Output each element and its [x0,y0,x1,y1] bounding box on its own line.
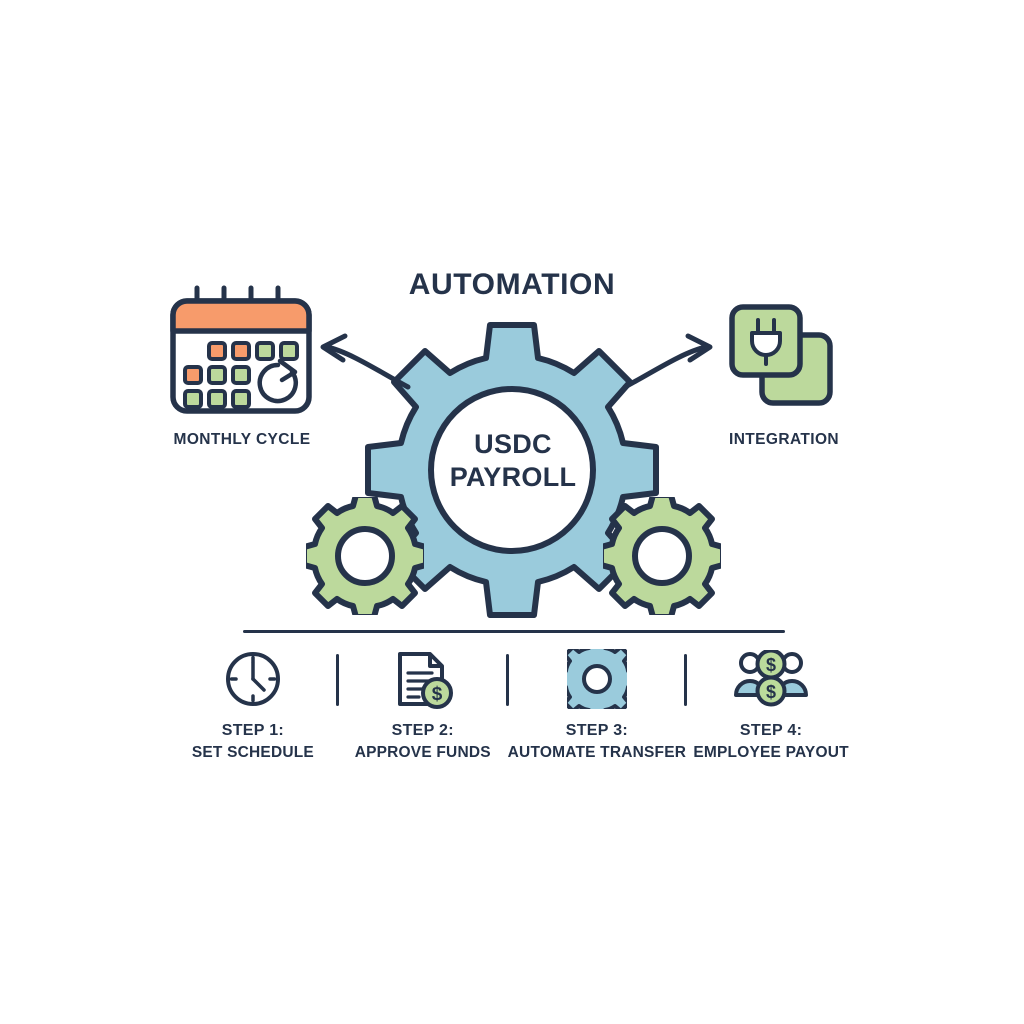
people-coins-icon: $ $ [734,650,809,707]
step-1-subtitle: SET SCHEDULE [191,744,314,761]
step-3-subtitle: AUTOMATE TRANSFER [507,744,687,761]
large-gear-icon [365,322,659,618]
clock-icon [225,652,280,706]
svg-text:$: $ [431,684,442,705]
center-gear-label-line2: PAYROLL [449,462,577,492]
step-3-title: STEP 3: [565,722,629,739]
step-item-4: $ $ STEP 4: EMPLOYEE PAYOUT [686,648,856,778]
step-2-title: STEP 2: [391,722,454,739]
steps-row: STEP 1: SET SCHEDULE $ [168,648,856,778]
center-gear-label-line1: USDC [474,429,552,459]
step-separator-3 [684,654,688,706]
step-item-1: STEP 1: SET SCHEDULE [168,648,339,778]
monthly-cycle-label: MONTHLY CYCLE [173,431,311,448]
center-gear-label: USDC PAYROLL [434,428,592,494]
svg-text:$: $ [766,682,776,702]
document-coin-icon: $ [397,652,453,709]
integration-plug-icon [729,304,833,406]
clock-icon-wrap [223,648,283,710]
gear-icon [566,649,627,709]
integration-label: INTEGRATION [728,431,840,448]
step-4-subtitle: EMPLOYEE PAYOUT [693,744,849,761]
section-divider [243,630,785,633]
step-item-3: STEP 3: AUTOMATE TRANSFER [507,648,688,778]
document-coin-icon-wrap: $ [392,648,454,710]
step-2-subtitle: APPROVE FUNDS [354,744,491,761]
small-gear-right-icon [603,497,721,615]
step-1-title: STEP 1: [221,722,285,739]
people-coins-icon-wrap: $ $ [733,648,809,710]
gear-icon-wrap [566,648,627,710]
page-title: AUTOMATION [408,268,616,301]
step-separator-2 [505,654,509,706]
curved-arrow-left-icon [320,333,411,390]
curved-arrow-right-icon [622,333,713,390]
step-4-title: STEP 4: [739,722,803,739]
calendar-refresh-icon [170,285,312,414]
step-separator-1 [335,654,339,706]
svg-text:$: $ [766,655,776,675]
step-item-2: $ STEP 2: APPROVE FUNDS [338,648,509,778]
small-gear-left-icon [306,497,424,615]
